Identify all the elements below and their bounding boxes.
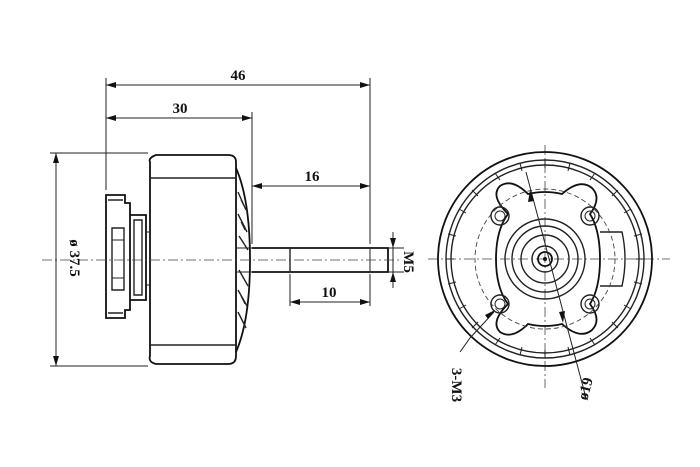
housing-outer (437, 151, 653, 367)
dim-overall-length-label: 46 (231, 68, 247, 84)
dim-mount-holes-label: 3-M3 (448, 368, 464, 402)
cable-exit (600, 231, 626, 287)
mount-flange (105, 194, 150, 319)
dim-thread-length-label: 10 (322, 285, 337, 301)
end-view: ø19 3-M3 (428, 145, 670, 402)
bolt-circle (474, 188, 616, 330)
stator-notches (446, 160, 644, 358)
mount-holes (490, 206, 600, 314)
dim-thread-length: 10 (289, 274, 371, 306)
dim-body-length: 30 (106, 101, 253, 244)
dim-shaft-thread: M5 (388, 232, 416, 288)
dim-body-length-label: 30 (173, 101, 188, 117)
dim-body-diameter: ø 37.5 (50, 152, 148, 367)
dim-shaft-length-label: 16 (305, 169, 321, 185)
side-view: 46 30 16 10 (42, 68, 416, 367)
dim-bolt-circle: ø19 (525, 171, 597, 402)
dim-bolt-circle-label: ø19 (575, 376, 596, 402)
dim-mount-holes: 3-M3 (448, 310, 495, 402)
dim-shaft-thread-label: M5 (400, 251, 416, 273)
dim-overall-length: 46 (105, 68, 371, 244)
dim-body-diameter-label: ø 37.5 (66, 239, 82, 277)
mount-flange-plate (495, 182, 601, 336)
shaft-end (537, 251, 553, 267)
bearing (520, 234, 570, 284)
dim-shaft-length: 16 (252, 169, 370, 189)
hub-outer (504, 218, 586, 300)
